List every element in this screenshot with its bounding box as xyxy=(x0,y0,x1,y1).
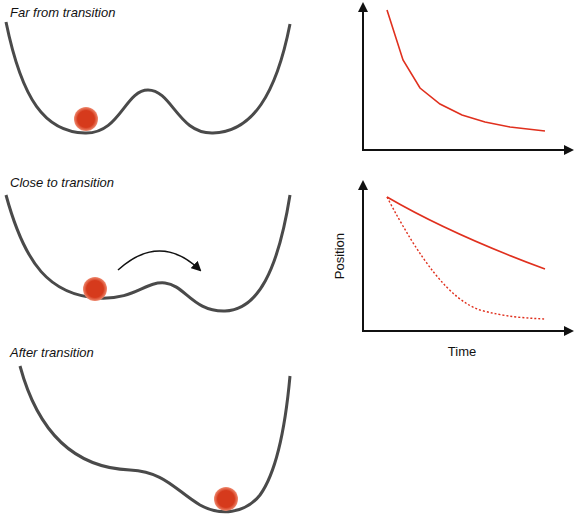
transition-arrow xyxy=(118,251,200,270)
potential-well xyxy=(6,195,290,311)
potential-well xyxy=(20,366,290,512)
axis-label: Position xyxy=(333,233,347,279)
ball xyxy=(214,487,238,511)
x-axis xyxy=(362,149,572,151)
x-axis xyxy=(362,330,572,332)
axis-label: Time xyxy=(448,345,476,359)
panel-caption: After transition xyxy=(10,346,94,360)
ball xyxy=(74,107,98,131)
slow-decay-curve xyxy=(387,197,545,269)
ball xyxy=(83,277,107,301)
fast-decay-curve xyxy=(387,197,545,319)
y-axis xyxy=(362,182,364,331)
decay-curve xyxy=(387,10,545,131)
potential-well xyxy=(6,22,290,133)
panel-caption: Far from transition xyxy=(10,6,115,20)
y-axis xyxy=(362,4,364,150)
panel-caption: Close to transition xyxy=(10,176,114,190)
